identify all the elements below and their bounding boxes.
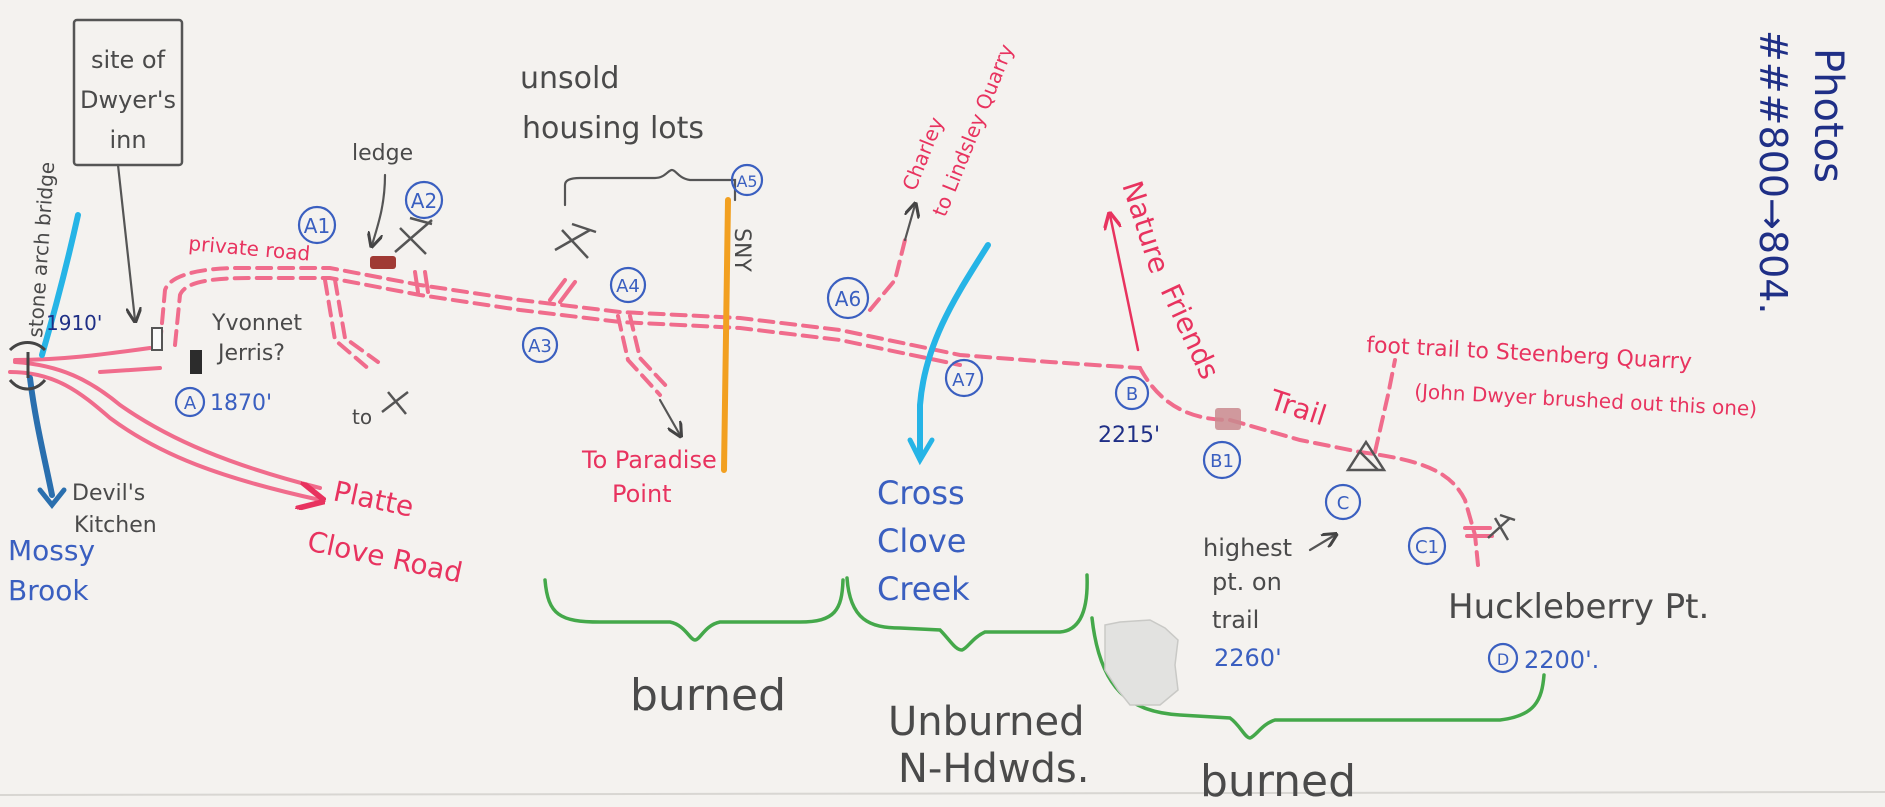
dwyers-inn-line-2: Dwyer's: [80, 86, 176, 114]
elevation-2260-label: 2260': [1214, 644, 1282, 672]
mossy-brook-upper: [39, 212, 81, 358]
point-marker-A7: A7: [944, 358, 984, 398]
point-marker-A6: A6: [826, 276, 870, 320]
point-marker-C: C: [1324, 483, 1362, 521]
cross-clove-line-3: Creek: [877, 570, 970, 608]
to-x-label: to: [352, 405, 372, 429]
quarry-pick-icon: [394, 216, 433, 255]
svg-text:D: D: [1497, 650, 1509, 669]
svg-text:A5: A5: [736, 172, 757, 191]
huckleberry-pt-label: Huckleberry Pt.: [1448, 587, 1709, 627]
point-marker-B1: B1: [1202, 440, 1242, 480]
point-marker-B: B: [1114, 375, 1150, 411]
building-marker-icon: [190, 350, 202, 374]
point-marker-D: D: [1487, 642, 1519, 674]
platte-clove-road-line-3: [13, 346, 152, 362]
svg-text:A7: A7: [952, 370, 976, 391]
mossy-brook-line-1: Mossy: [8, 534, 95, 567]
sny-label: SNY: [729, 228, 754, 272]
unsold-lots-line-1: unsold: [520, 61, 619, 96]
platte-clove-road-line-2: [8, 370, 320, 500]
platte-clove-road-line: [13, 360, 322, 490]
burned-label-2: burned: [1200, 756, 1356, 807]
devils-kitchen-line-2: Kitchen: [74, 513, 157, 538]
highest-pt-line-1: highest: [1203, 534, 1292, 562]
point-marker-A: A: [174, 386, 206, 418]
burned-brace-1: [543, 578, 845, 642]
svg-text:B1: B1: [1210, 451, 1234, 472]
svg-text:A4: A4: [616, 276, 640, 297]
burned-label-1: burned: [630, 670, 786, 721]
unsold-lots-line-2: housing lots: [522, 111, 704, 146]
point-marker-A4: A4: [609, 266, 647, 304]
mossy-brook-line-2: Brook: [8, 574, 89, 607]
svg-text:A2: A2: [411, 189, 437, 213]
svg-text:C1: C1: [1415, 537, 1439, 558]
point-marker-C1: C1: [1407, 526, 1447, 566]
dwyers-inn-line-1: site of: [91, 46, 166, 74]
dwyers-inn-line-3: inn: [109, 126, 146, 154]
svg-text:A6: A6: [835, 287, 861, 311]
elevation-2215-label: 2215': [1098, 423, 1160, 448]
point-marker-A5: A5: [730, 163, 764, 197]
point-marker-A1: A1: [297, 205, 337, 245]
mossy-brook-lower: [27, 375, 55, 498]
highest-pt-line-2: pt. on: [1212, 568, 1282, 596]
point-marker-A2: A2: [404, 180, 444, 220]
photos-title: Photos: [1805, 48, 1851, 183]
elevation-1910-label: 1910': [46, 311, 102, 335]
building-marker-icon: [151, 327, 163, 351]
yvonne-label: Yvonnet: [211, 311, 302, 336]
unsold-lots-brace: [563, 168, 737, 207]
devils-kitchen-line-1: Devil's: [72, 481, 145, 506]
private-road-line: [158, 266, 1142, 370]
quarry-pick-icon: [554, 222, 597, 259]
unburned-label: Unburned: [888, 699, 1084, 745]
svg-text:B: B: [1126, 384, 1138, 405]
elevation-1870-label: 1870': [210, 391, 272, 416]
dwyers-inn-box: [72, 18, 184, 167]
n-hdwds-label: N-Hdwds.: [898, 746, 1089, 792]
elevation-2200-label: 2200'.: [1524, 646, 1599, 674]
paradise-point-line-2: Point: [612, 480, 672, 508]
svg-text:A: A: [184, 393, 197, 414]
sny-boundary-line: [721, 197, 731, 473]
highest-pt-line-3: trail: [1212, 606, 1259, 634]
cross-clove-creek-line: [917, 242, 991, 458]
quarry-pick-icon: [381, 391, 409, 415]
cross-clove-line-1: Cross: [877, 474, 965, 512]
cross-clove-line-2: Clove: [877, 522, 966, 560]
ledge-label: ledge: [352, 141, 413, 166]
building-marker-icon: [370, 256, 396, 269]
quarry-pick-icon: [1345, 439, 1387, 472]
quarry-pick-icon: [1487, 513, 1516, 541]
photos-range: ###800→804.: [1751, 30, 1795, 315]
svg-text:C: C: [1337, 493, 1350, 514]
jerris-label: Jerris?: [216, 341, 285, 366]
svg-text:A3: A3: [528, 336, 552, 357]
svg-text:A1: A1: [304, 214, 330, 238]
paradise-point-line-1: To Paradise: [581, 446, 717, 474]
unburned-brace: [845, 573, 1089, 652]
private-road-line-2: [173, 276, 962, 367]
point-marker-A3: A3: [521, 326, 559, 364]
building-marker-icon: [1215, 408, 1241, 430]
